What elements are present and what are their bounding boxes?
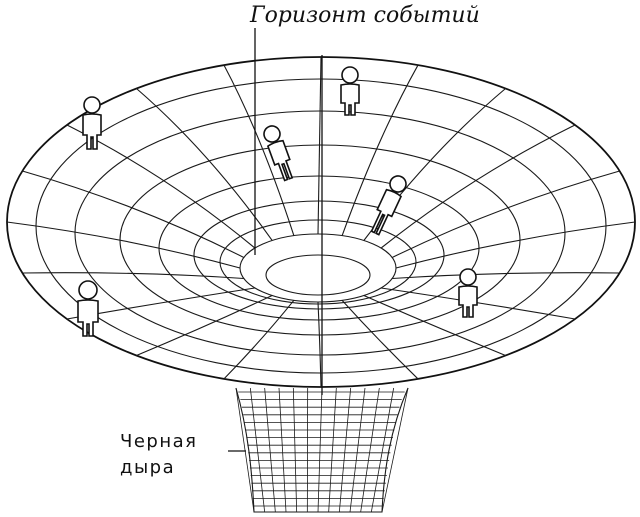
- sheet-spoke: [317, 301, 322, 388]
- sheet-spoke: [391, 170, 620, 258]
- person-icon: [77, 280, 99, 337]
- sheet-spoke: [392, 272, 620, 280]
- person-icon: [458, 268, 478, 318]
- sheet-spoke: [395, 221, 636, 269]
- person-icon: [340, 66, 360, 116]
- sheet-spoke: [6, 221, 241, 269]
- falling-person-icon: [370, 175, 407, 236]
- inner-hole: [265, 254, 371, 296]
- event-horizon-label: Горизонт событий: [249, 3, 480, 28]
- throat-mesh: [235, 387, 409, 513]
- sheet-spoke: [136, 88, 273, 241]
- falling-person-icon: [263, 125, 294, 182]
- person-icon: [82, 96, 102, 150]
- black-hole-label-line2: дыра: [120, 457, 175, 478]
- throat-vertical: [370, 387, 395, 513]
- throat-outline: [235, 387, 409, 513]
- throat-vertical: [381, 387, 409, 513]
- throat-vertical: [317, 387, 323, 513]
- throat-vertical: [235, 387, 255, 513]
- throat-vertical: [264, 387, 276, 513]
- event-horizon-ring: [239, 233, 397, 303]
- sheet-spoke: [341, 64, 419, 236]
- black-hole-label-line1: Черная: [120, 431, 197, 452]
- throat-tube: [235, 387, 409, 513]
- sheet-spoke: [136, 295, 273, 356]
- throat-vertical: [338, 387, 352, 513]
- throat-vertical: [292, 387, 298, 513]
- sheet-spoke: [22, 170, 245, 258]
- sheet-spoke: [22, 272, 244, 280]
- throat-vertical: [278, 387, 287, 513]
- spacetime-sheet: [6, 56, 636, 388]
- sheet-spoke: [363, 295, 506, 356]
- sheet-spoke: [317, 56, 322, 235]
- sheet-spoke: [223, 64, 295, 236]
- sheet-spoke: [380, 124, 576, 249]
- throat-vertical: [360, 387, 380, 513]
- throat-vertical: [349, 387, 366, 513]
- sheet-spoke: [341, 299, 419, 380]
- sheet-spoke: [223, 299, 295, 380]
- throat-vertical: [328, 387, 337, 513]
- sheet-rim: [6, 56, 636, 388]
